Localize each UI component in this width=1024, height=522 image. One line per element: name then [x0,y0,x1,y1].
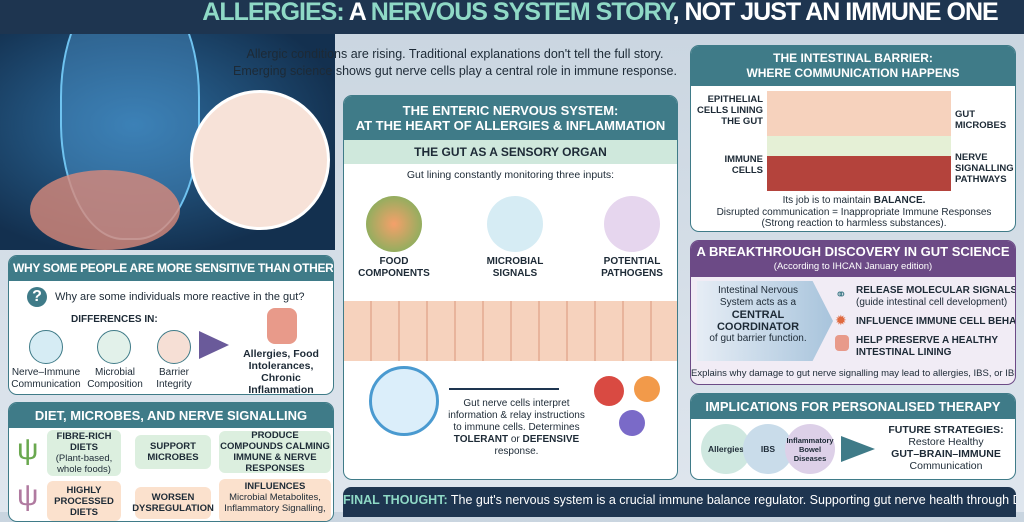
body-illustration [0,0,335,250]
condition-circle: Allergies [701,424,751,474]
immune-cell-icon: ✹ [835,312,847,328]
food-icon [366,196,422,252]
arrow-icon [199,331,229,359]
pathogen-icon [604,196,660,252]
fork-icon: ψ [17,433,39,466]
barrier-illustration [767,91,951,191]
fork-icon: ψ [17,479,39,512]
nerve-immune-icon [29,330,63,364]
diet-panel: DIET, MICROBES, AND NERVE SIGNALLING ψ F… [8,402,334,522]
microbes-icon [487,196,543,252]
gut-lining [344,301,677,361]
barrier-panel: THE INTESTINAL BARRIER:WHERE COMMUNICATI… [690,45,1016,232]
arrow-icon [841,436,875,462]
effect-box: SUPPORT MICROBES [135,435,211,469]
barrier-icon [157,330,191,364]
network-icon: ⚭ [835,286,847,302]
page-title: ALLERGIES: A NERVOUS SYSTEM STORY, NOT J… [202,0,998,26]
diet-box: FIBRE-RICH DIETS(Plant-based, whole food… [47,430,121,476]
intestine-icon [835,335,849,351]
header-bar [0,0,1024,34]
sensitivity-panel: WHY SOME PEOPLE ARE MORE SENSITIVE THAN … [8,255,334,395]
question-icon: ? [27,287,47,307]
immune-cell-icon [594,376,624,406]
discovery-panel: A BREAKTHROUGH DISCOVERY IN GUT SCIENCE(… [690,240,1016,385]
condition-circle: IBS [743,424,793,474]
double-arrow-icon [449,388,559,390]
result-box: PRODUCE COMPOUNDS CALMING IMMUNE & NERVE… [219,430,331,474]
therapy-panel: IMPLICATIONS FOR PERSONALISED THERAPY Al… [690,393,1016,480]
relay-text: Gut nerve cells interpret information & … [448,398,585,457]
neuron-icon [369,366,439,436]
diet-box: HIGHLY PROCESSED DIETS [47,481,121,521]
microbe-icon [97,330,131,364]
intestine-icon [267,308,297,344]
final-thought-bar: FINAL THOUGHT: The gut's nervous system … [343,487,1016,517]
immune-cell-icon [634,376,660,402]
effect-box: WORSEN DYSREGULATION [132,487,214,519]
panel-title: WHY SOME PEOPLE ARE MORE SENSITIVE THAN … [9,256,333,281]
panel-title: THE INTESTINAL BARRIER:WHERE COMMUNICATI… [691,46,1015,86]
subtitle: THE GUT AS A SENSORY ORGAN [344,140,677,164]
intro-text: Allergic conditions are rising. Traditio… [233,47,677,78]
condition-circle: Inflammatory Bowel Diseases [785,424,835,474]
panel-title: IMPLICATIONS FOR PERSONALISED THERAPY [691,394,1015,419]
panel-title: A BREAKTHROUGH DISCOVERY IN GUT SCIENCE(… [691,241,1015,277]
immune-cell-icon [619,410,645,436]
ens-panel: THE ENTERIC NERVOUS SYSTEM:AT THE HEART … [343,95,678,480]
panel-title: DIET, MICROBES, AND NERVE SIGNALLING [9,403,333,428]
panel-title: THE ENTERIC NERVOUS SYSTEM:AT THE HEART … [344,96,677,140]
